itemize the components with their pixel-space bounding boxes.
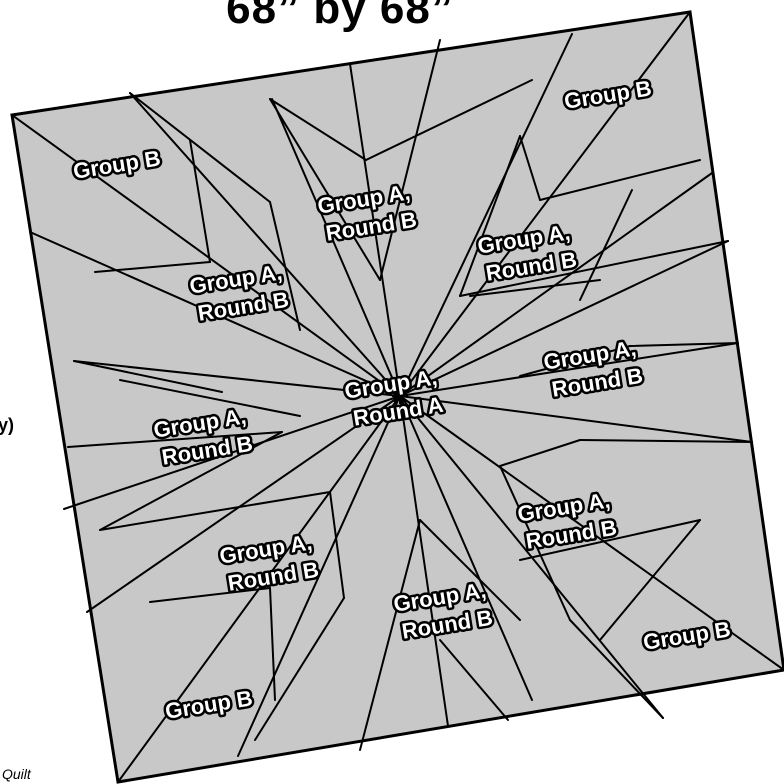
chevron-line xyxy=(269,98,381,281)
spoke-line xyxy=(63,395,401,510)
chevron-line xyxy=(459,135,521,297)
cropped-bottom-text: Quilt xyxy=(2,766,31,782)
chevron-line xyxy=(629,342,739,347)
chevron-line xyxy=(254,597,345,741)
chevron-line xyxy=(519,519,701,561)
chevron-line xyxy=(269,201,301,331)
spoke-line xyxy=(86,395,401,613)
spoke-line xyxy=(399,342,739,397)
chevron-line xyxy=(99,431,283,531)
chevron-line xyxy=(94,261,211,273)
spoke-line xyxy=(349,63,401,397)
chevron-line xyxy=(499,465,571,621)
spoke-line xyxy=(29,231,401,397)
chevron-line xyxy=(569,619,664,719)
spoke-line xyxy=(399,395,784,671)
chevron-line xyxy=(599,519,701,641)
spoke-line xyxy=(399,395,753,443)
spoke-line xyxy=(73,360,401,397)
chevron-line xyxy=(579,439,753,443)
spoke-line xyxy=(11,114,401,397)
diagram-title: 68” by 68” xyxy=(226,0,454,33)
chevron-line xyxy=(579,189,633,301)
chevron-line xyxy=(359,519,421,751)
spoke-line xyxy=(399,240,729,397)
spoke-line xyxy=(399,11,691,397)
chevron-line xyxy=(99,491,331,531)
chevron-line xyxy=(499,439,581,467)
chevron-line xyxy=(119,379,301,417)
chevron-line xyxy=(539,159,701,201)
chevron-line xyxy=(189,139,211,263)
spoke-line xyxy=(237,395,401,757)
seam-lines xyxy=(11,11,784,783)
chevron-line xyxy=(149,587,271,603)
chevron-line xyxy=(365,79,533,161)
chevron-line xyxy=(439,639,509,721)
chevron-line xyxy=(67,431,283,448)
chevron-line xyxy=(329,491,345,599)
chevron-line xyxy=(269,587,276,701)
chevron-line xyxy=(379,39,441,281)
spoke-line xyxy=(399,33,573,397)
chevron-line xyxy=(469,279,601,297)
chevron-line xyxy=(269,98,367,161)
chevron-line xyxy=(73,360,223,393)
spoke-line xyxy=(399,395,449,727)
cropped-left-text: y) xyxy=(0,415,15,435)
chevron-line xyxy=(519,345,631,377)
spoke-line xyxy=(129,92,401,397)
chevron-line xyxy=(419,519,521,621)
chevron-line xyxy=(519,135,541,201)
spoke-line xyxy=(271,98,401,397)
center-star-icon xyxy=(392,388,408,404)
spoke-line xyxy=(399,395,533,701)
chevron-line xyxy=(129,92,271,203)
